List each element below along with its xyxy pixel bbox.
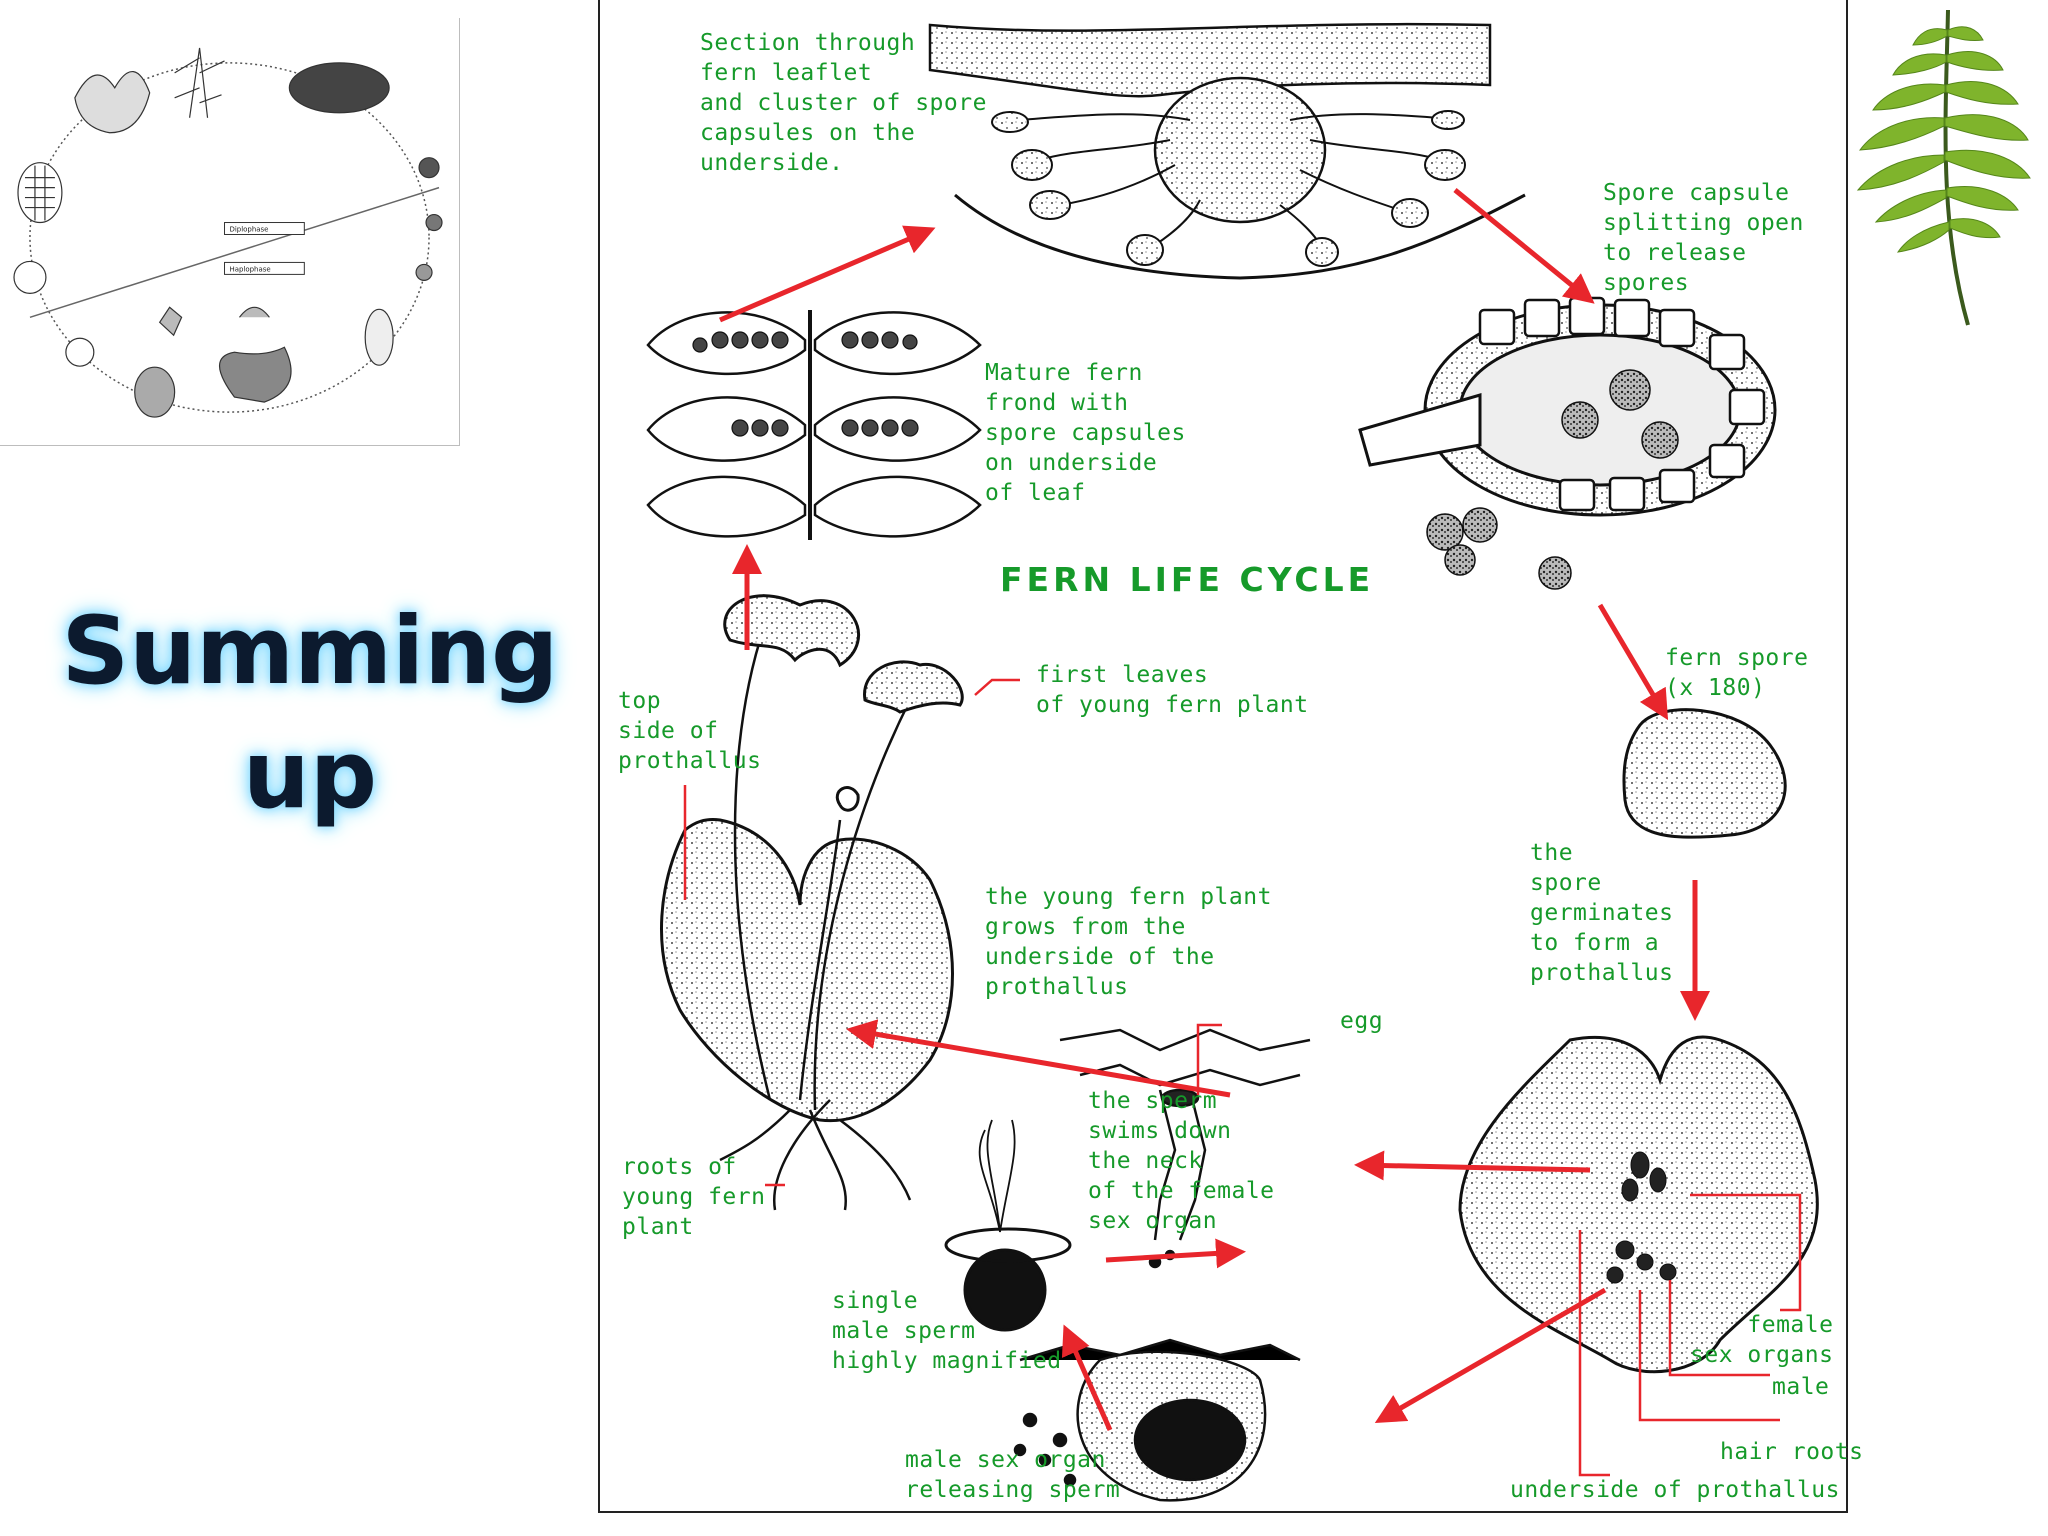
- arrow-prothallus-to-female-organ: [1354, 1150, 1591, 1181]
- label-young-fern-plant: the young fern plant grows from the unde…: [985, 884, 1272, 1000]
- thumb-prothallus: [219, 346, 292, 403]
- thumb-young-sporophyte: [17, 162, 63, 224]
- cycle-arrows: [719, 188, 1710, 1432]
- male-sex-organ: [1013, 1338, 1301, 1502]
- thumb-phase-bottom: Haplophase: [229, 265, 270, 273]
- thumb-grid: [24, 165, 55, 221]
- thumb-sorus: [288, 62, 390, 114]
- thumb-antheridium: [158, 306, 270, 337]
- slide-heading: Summing up: [60, 590, 560, 838]
- thumb-frond: [174, 47, 225, 118]
- label-male-sex-organ: male sex organ releasing sperm: [905, 1447, 1121, 1503]
- thumb-sporangium: [418, 157, 440, 179]
- young-fern-plant: [660, 594, 964, 1211]
- thumb-phase-box-top: [224, 222, 305, 235]
- phase-divider: [29, 186, 440, 319]
- fern-leaf-svg: [1856, 9, 2031, 326]
- arrow-capsule-to-spore: [1597, 603, 1669, 721]
- arrow-male-organ-to-sperm: [1061, 1324, 1113, 1432]
- fern-leaf-image: [1828, 0, 2048, 330]
- heading-line-2: up: [242, 721, 378, 830]
- arrow-egg-to-young-plant: [846, 1019, 1231, 1098]
- label-top-side-prothallus: top side of prothallus: [618, 688, 762, 774]
- thumb-embryo: [13, 260, 47, 294]
- thumb-germination: [364, 308, 394, 366]
- archegonium: [1059, 1028, 1311, 1269]
- label-spore-germinates: the spore germinates to form a prothallu…: [1530, 840, 1674, 986]
- thumbnail-life-cycle-diagram: Diplophase Haplophase: [0, 18, 460, 446]
- prothallus-underside: [1458, 1035, 1819, 1374]
- thumb-spore: [425, 213, 443, 232]
- thumb-sporophyte: [74, 70, 151, 134]
- leaflet-section: [928, 22, 1526, 280]
- diagram-title: FERN LIFE CYCLE: [1000, 560, 1375, 599]
- label-underside-prothallus: underside of prothallus: [1510, 1477, 1840, 1503]
- label-male: male: [1772, 1374, 1830, 1400]
- label-spore-capsule: Spore capsule splitting open to release …: [1603, 180, 1804, 296]
- label-single-sperm: single male sperm highly magnified: [832, 1288, 1062, 1374]
- arrow-section-to-capsule: [1453, 188, 1595, 304]
- leader-lines: [683, 678, 1802, 1477]
- thumbnail-svg: Diplophase Haplophase: [13, 47, 443, 418]
- label-fern-spore: fern spore (x 180): [1665, 645, 1809, 701]
- label-section-through-leaflet: Section through fern leaflet and cluster…: [700, 30, 987, 176]
- label-roots: roots of young fern plant: [622, 1154, 766, 1240]
- heading-line-1: Summing: [61, 597, 559, 706]
- spore-capsule-open: [1358, 296, 1777, 590]
- fern-spore: [1622, 708, 1787, 839]
- thumb-spore-2: [415, 263, 433, 281]
- mature-frond: [646, 310, 982, 540]
- label-mature-frond: Mature fern frond with spore capsules on…: [985, 360, 1186, 506]
- single-sperm: [944, 1119, 1072, 1332]
- fern-life-cycle-diagram: Section through fern leaflet and cluster…: [598, 0, 1863, 1513]
- diagram-drawing: [646, 22, 1819, 1502]
- label-first-leaves: first leaves of young fern plant: [1036, 662, 1309, 718]
- label-female-sex-organs: female sex organs: [1690, 1312, 1834, 1368]
- arrow-frond-to-section: [719, 225, 936, 323]
- label-sperm-swims: the sperm swims down the neck of the fem…: [1088, 1088, 1275, 1234]
- thumb-archegonium: [134, 366, 176, 418]
- label-hair-roots: hair roots: [1720, 1439, 1864, 1465]
- thumb-phase-top: Diplophase: [229, 225, 268, 233]
- label-egg: egg: [1340, 1008, 1384, 1034]
- arrow-sperm-to-egg: [1105, 1238, 1246, 1269]
- thumb-zygote: [65, 337, 95, 367]
- thumb-phase-box-bottom: [224, 261, 305, 275]
- arrow-prothallus-to-male-organ: [1374, 1287, 1607, 1424]
- cycle-ring: [29, 62, 430, 413]
